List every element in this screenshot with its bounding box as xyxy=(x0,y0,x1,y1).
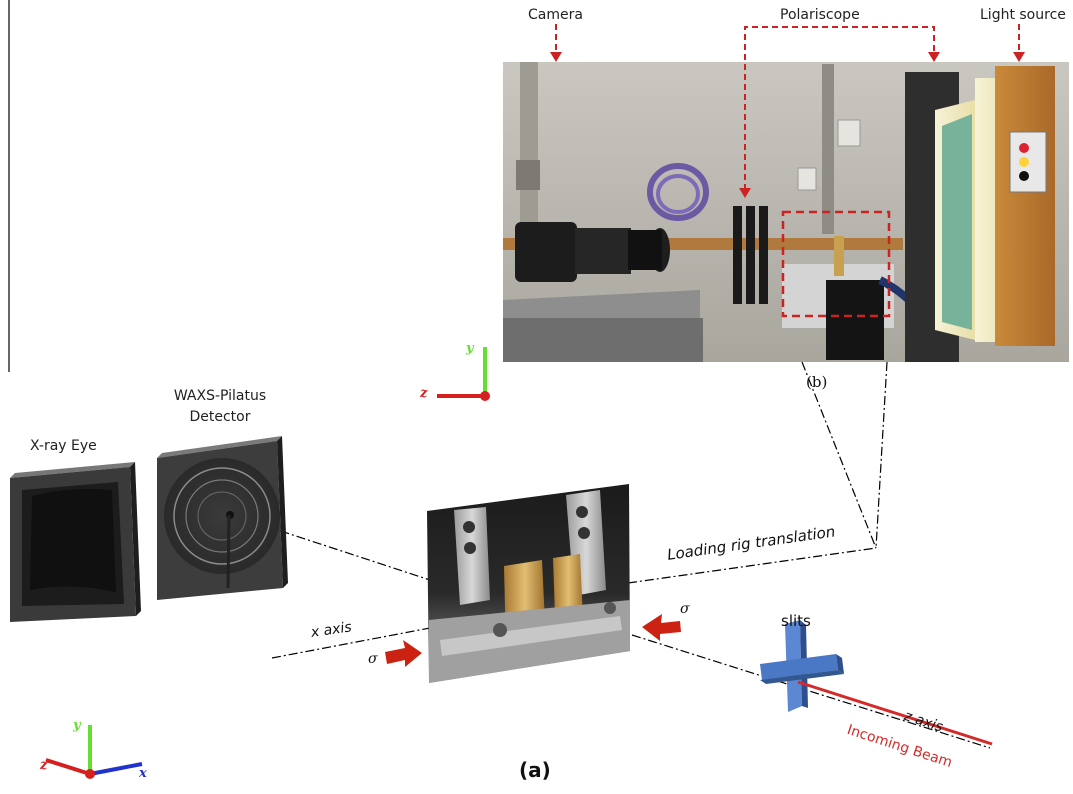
incoming-beam-line xyxy=(797,680,993,746)
figure-a-label: (a) xyxy=(519,758,551,782)
main-triad-z: z xyxy=(40,758,48,773)
waxs-label-line1: WAXS-Pilatus xyxy=(173,388,267,404)
sigma-right-label: σ xyxy=(680,601,690,617)
light-source-label: Light source xyxy=(980,7,1066,23)
camera-label: Camera xyxy=(528,7,583,23)
small-triad-y: y xyxy=(466,341,474,356)
top-arrowheads xyxy=(550,52,1025,198)
loading-rig-photo xyxy=(427,484,630,683)
small-axis-triad xyxy=(437,347,490,401)
photo-b-caption: (b) xyxy=(806,373,828,391)
compression-arrow-left xyxy=(385,640,422,667)
polariscope-label: Polariscope xyxy=(780,7,860,23)
waxs-detector-label: WAXS-Pilatus Detector xyxy=(160,386,280,428)
compression-arrows xyxy=(385,614,681,667)
camera-photo xyxy=(503,62,1069,362)
compression-arrow-right xyxy=(642,614,681,641)
slits-cross xyxy=(760,620,844,712)
main-triad-y: y xyxy=(73,718,81,733)
xray-eye-panel xyxy=(10,462,141,622)
main-axis-triad xyxy=(45,725,143,779)
sigma-left-label: σ xyxy=(368,651,378,667)
slits-label: slits xyxy=(781,612,811,630)
waxs-detector-panel xyxy=(157,436,288,600)
main-triad-x: x xyxy=(139,766,147,781)
waxs-label-line2: Detector xyxy=(189,409,251,425)
top-annotation-arrows xyxy=(555,24,1020,190)
xray-eye-label: X-ray Eye xyxy=(30,438,97,454)
dash-dot-lines xyxy=(231,361,991,749)
small-triad-z: z xyxy=(420,386,428,401)
